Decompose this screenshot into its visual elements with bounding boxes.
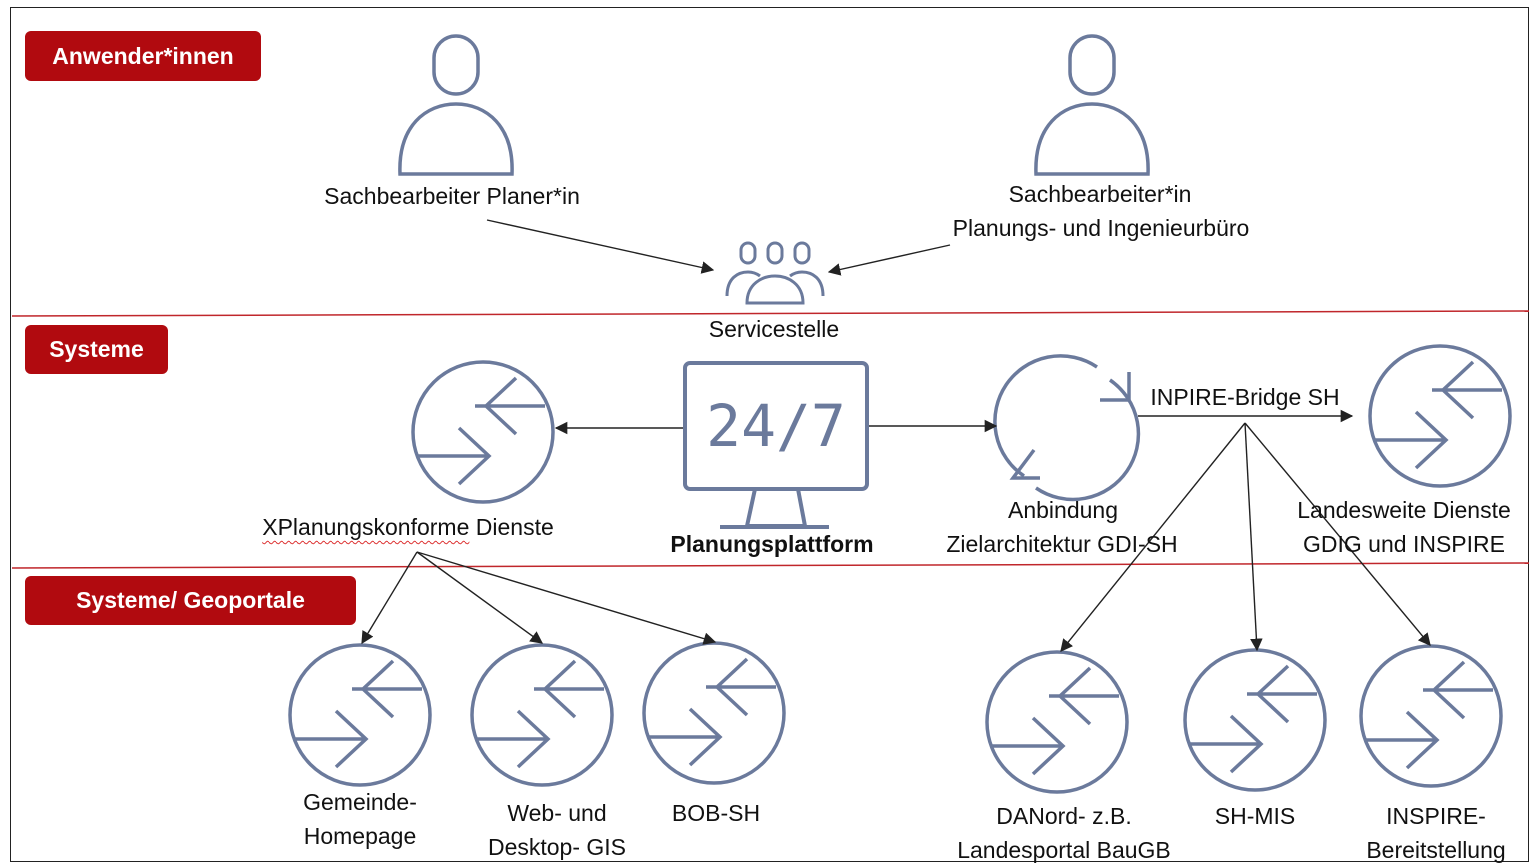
service-exchange-icon bbox=[1183, 648, 1327, 792]
monitor-24-7-icon: 24/7 bbox=[683, 361, 869, 529]
sync-icon bbox=[993, 354, 1141, 502]
service-exchange-icon bbox=[470, 643, 614, 787]
webgis-label-line2: Desktop- GIS bbox=[487, 834, 627, 860]
shmis-label: SH-MIS bbox=[1214, 803, 1296, 829]
arrow-to-gemeinde bbox=[361, 551, 418, 645]
landesweit-label-line2: GDIG und INSPIRE bbox=[1303, 531, 1505, 557]
person-icon bbox=[1034, 34, 1150, 176]
xplanung-label-suffix: Dienste bbox=[469, 514, 554, 540]
anbindung-label-line2: Zielarchitektur GDI-SH bbox=[946, 531, 1178, 557]
arrow-to-webgis bbox=[416, 551, 544, 644]
arrow-planer-to-service bbox=[486, 219, 715, 274]
person-icon bbox=[398, 34, 514, 176]
monitor-screen-text: 24/7 bbox=[706, 392, 846, 460]
danord-label-line2: Landesportal BauGB bbox=[957, 837, 1171, 863]
arrow-to-shmis bbox=[1244, 422, 1263, 652]
inspire-label-line1: INSPIRE- bbox=[1386, 803, 1486, 829]
service-exchange-icon bbox=[985, 650, 1129, 794]
bridge-label: INPIRE-Bridge SH bbox=[1150, 384, 1340, 410]
service-exchange-icon bbox=[411, 360, 555, 504]
section-label-anwender: Anwender*innen bbox=[25, 31, 261, 81]
bob-label: BOB-SH bbox=[671, 800, 761, 826]
service-exchange-icon bbox=[1359, 644, 1503, 788]
arrow-to-bob bbox=[416, 551, 717, 645]
divider-top bbox=[11, 310, 1530, 317]
service-exchange-icon bbox=[288, 643, 432, 787]
servicestelle-label: Servicestelle bbox=[708, 316, 840, 342]
gemeinde-label-line2: Homepage bbox=[303, 823, 417, 849]
diagram-frame bbox=[10, 7, 1529, 862]
section-label-systeme: Systeme bbox=[25, 325, 168, 374]
landesweit-label-line1: Landesweite Dienste bbox=[1297, 497, 1511, 523]
service-exchange-icon bbox=[1368, 344, 1512, 488]
danord-label-line1: DANord- z.B. bbox=[996, 803, 1132, 829]
anbindung-label-line1: Anbindung bbox=[1008, 497, 1118, 523]
arrow-buero-to-service bbox=[827, 244, 951, 276]
inspire-label-line2: Bereitstellung bbox=[1366, 837, 1506, 863]
webgis-label-line1: Web- und bbox=[507, 800, 607, 826]
xplanung-label: XPlanungskonforme Dienste bbox=[262, 511, 554, 543]
section-label-geoportale: Systeme/ Geoportale bbox=[25, 576, 356, 625]
service-exchange-icon bbox=[642, 641, 786, 785]
user-planer-label: Sachbearbeiter Planer*in bbox=[324, 183, 580, 209]
divider-bottom bbox=[11, 562, 1530, 569]
xplanung-label-prefix: XPlanungskonforme bbox=[262, 514, 470, 540]
user-buero-label-line1: Sachbearbeiter*in bbox=[1008, 181, 1192, 207]
arrow-to-inspire bbox=[1244, 422, 1431, 646]
group-icon bbox=[725, 241, 825, 305]
user-buero-label-line2: Planungs- und Ingenieurbüro bbox=[952, 215, 1250, 241]
platform-label: Planungsplattform bbox=[670, 531, 874, 557]
arrow-to-danord bbox=[1060, 422, 1246, 652]
gemeinde-label-line1: Gemeinde- bbox=[303, 789, 417, 815]
